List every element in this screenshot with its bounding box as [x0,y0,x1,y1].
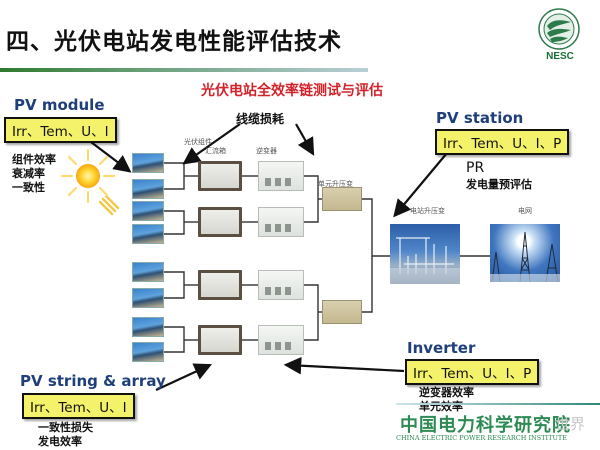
note-consistency-loss: 一致性损失 [38,421,93,434]
note-degradation-rate: 衰减率 [12,167,45,180]
pv-panel [132,288,164,308]
substation-icon [390,237,460,284]
nesc-logo-icon [538,8,580,50]
pv-module-notes: 组件效率 衰减率 一致性 [12,153,56,195]
pv-string-array-heading: PV string & array [20,372,166,390]
power-grid-photo [490,224,560,283]
label-station-transformer: 电站升压变 [410,207,445,215]
pv-module-params: Irr、Tem、U、I [4,117,117,143]
label-combiner: 汇流箱 [205,147,226,155]
inverter-notes: 逆变器效率 单元效率 [419,386,474,414]
pv-string-array-params: Irr、Tem、U、I [22,393,135,419]
inverter-heading: Inverter [407,339,476,357]
label-pv-module: 光伏组件 [184,138,212,146]
label-unit-transformer: 单元升压变 [318,180,353,188]
institute-name-en: CHINA ELECTRIC POWER RESEARCH INSTITUTE [396,434,567,442]
pv-panel [132,262,164,282]
title-divider [0,68,368,72]
pv-station-params: Irr、Tem、U、I、P [435,129,570,155]
pv-station-energy-preassessment: 发电量预评估 [466,178,532,191]
inverter-cabinet [258,325,304,355]
diagram-subtitle: 光伏电站全效率链测试与评估 [201,83,383,99]
inverter-cabinet [258,270,304,300]
inverter-cabinet [258,207,304,237]
pv-panel [132,201,164,221]
pv-panel [132,153,164,173]
combiner-box [198,161,242,191]
combiner-box [198,325,242,355]
pv-panel [132,317,164,337]
pv-module-heading: PV module [14,96,105,114]
pv-panel [132,179,164,199]
sun-rays-icon [98,196,120,216]
note-module-efficiency: 组件效率 [12,153,56,166]
label-inverter: 逆变器 [256,147,277,155]
note-generation-efficiency: 发电效率 [38,435,82,448]
pv-panel [132,342,164,362]
unit-transformer [322,300,362,324]
pv-panel [132,224,164,244]
unit-transformer [322,187,362,211]
note-consistency: 一致性 [12,181,45,194]
institute-name-cn: 中国电力科学研究院 [400,415,571,436]
inverter-cabinet [258,161,304,191]
label-grid: 电网 [518,207,532,215]
combiner-box [198,207,242,237]
footer-divider [396,403,600,405]
page-title: 四、光伏电站发电性能评估技术 [6,29,342,55]
watermark-text: 世界 [555,415,586,433]
combiner-box [198,270,242,300]
pv-string-array-notes: 一致性损失 发电效率 [38,421,93,449]
station-transformer-photo [390,224,460,284]
note-inverter-efficiency: 逆变器效率 [419,386,474,399]
pv-station-heading: PV station [436,109,524,127]
inverter-params: Irr、Tem、U、I、P [405,359,540,385]
sun-icon [61,149,115,203]
pv-station-pr: PR [466,160,485,176]
cable-loss-label: 线缆损耗 [236,112,285,126]
transmission-tower-icon [490,231,560,283]
logo-text: NESC [546,51,574,62]
